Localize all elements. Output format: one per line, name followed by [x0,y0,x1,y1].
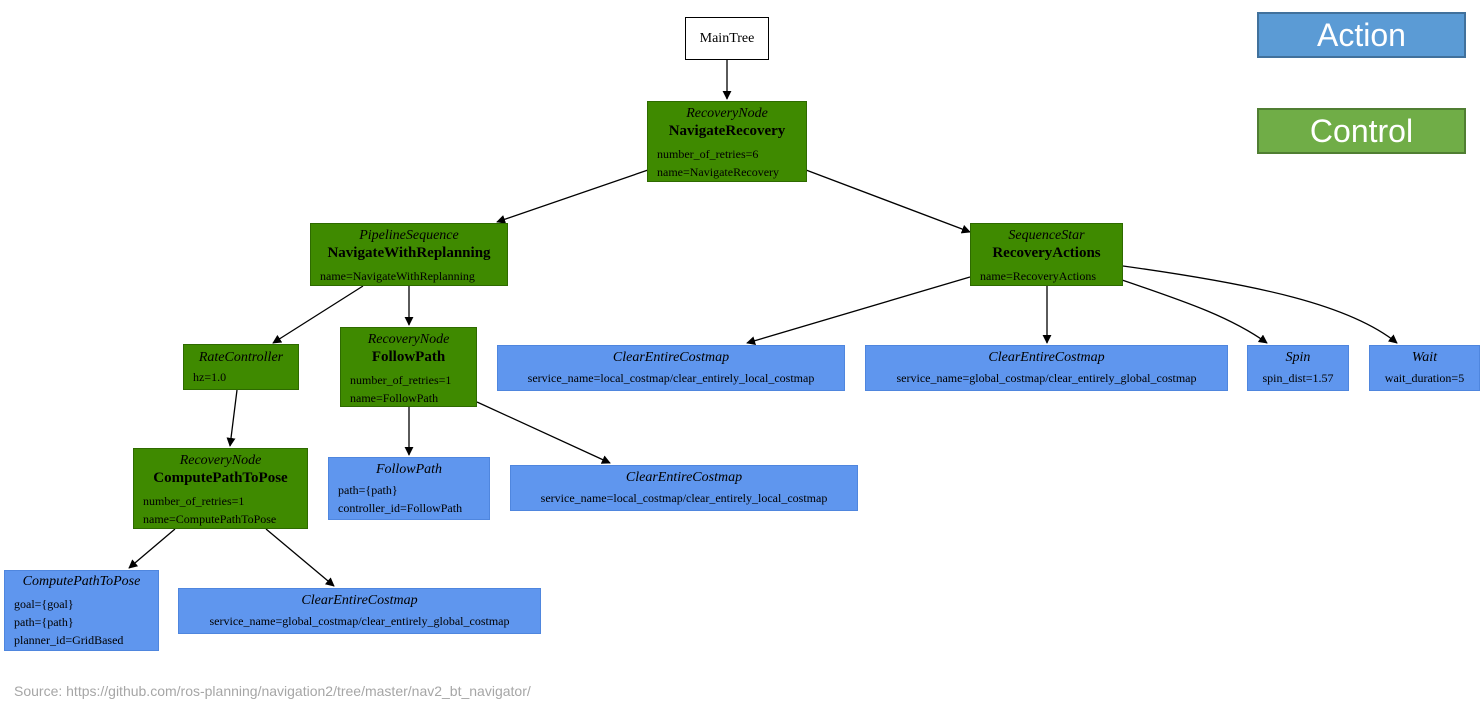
edge-navigatewithreplanning-ratecontroller [272,285,364,344]
source-citation: Source: https://github.com/ros-planning/… [14,683,531,699]
node-type: SequenceStar [1008,228,1085,243]
node-param: path={path} [14,615,74,629]
node-type: Wait [1411,350,1438,365]
node-param: planner_id=GridBased [14,633,124,647]
node-title: NavigateWithReplanning [327,245,491,261]
node-param: number_of_retries=6 [657,147,759,161]
node-param: service_name=local_costmap/clear_entirel… [540,491,828,505]
edge-followpath-clearlocal [476,401,611,464]
node-type: ClearEntireCostmap [612,350,730,365]
node-title: ComputePathToPose [153,470,288,486]
node-clear-global-costmap-2: ClearEntireCostmap service_name=global_c… [865,345,1228,391]
node-type: FollowPath [375,462,443,477]
node-type: RecoveryNode [179,453,262,468]
node-title: RecoveryActions [992,245,1101,261]
node-param: name=RecoveryActions [980,269,1097,283]
node-follow-path-action: FollowPath path={path} controller_id=Fol… [328,457,490,520]
node-param: service_name=global_costmap/clear_entire… [209,614,510,628]
node-type: RecoveryNode [686,106,768,121]
node-wait: Wait wait_duration=5 [1369,345,1480,391]
node-param: name=NavigateWithReplanning [320,269,475,283]
node-clear-global-costmap-1: ClearEntireCostmap service_name=global_c… [178,588,541,634]
edge-recoveryactions-spin [1121,279,1268,344]
node-param: service_name=global_costmap/clear_entire… [896,371,1197,385]
node-rate-controller: RateController hz=1.0 [183,344,299,390]
node-param: spin_dist=1.57 [1262,371,1334,385]
node-param: controller_id=FollowPath [338,501,463,515]
edge-computepathtopose-clearglobal [265,528,335,587]
node-compute-path-action: ComputePathToPose goal={goal} path={path… [4,570,159,651]
node-param: hz=1.0 [193,370,227,384]
node-maintree: MainTree [685,17,769,60]
legend-action: Action [1257,12,1466,58]
node-param: wait_duration=5 [1384,371,1465,385]
node-type: Spin [1285,350,1311,365]
node-type: RecoveryNode [367,332,450,347]
node-param: name=NavigateRecovery [657,165,780,179]
legend-control-label: Control [1309,112,1414,149]
legend-action-label: Action [1317,16,1406,53]
node-type: RateController [198,350,284,365]
node-param: goal={goal} [14,597,74,611]
node-type: ClearEntireCostmap [301,593,418,608]
node-label: MainTree [699,30,755,46]
legend-control: Control [1257,108,1466,154]
edge-navigaterecovery-recoveryactions [805,169,971,234]
node-param: service_name=local_costmap/clear_entirel… [527,371,815,385]
node-type: ComputePathToPose [22,574,141,589]
node-param: number_of_retries=1 [350,373,452,387]
node-navigate-recovery: RecoveryNode NavigateRecovery number_of_… [647,101,807,182]
node-type: ClearEntireCostmap [988,350,1105,365]
node-type: PipelineSequence [359,228,459,243]
node-clear-local-costmap-2: ClearEntireCostmap service_name=local_co… [497,345,845,391]
edge-ratecontroller-computepathtopose [226,389,238,447]
node-compute-path-recovery: RecoveryNode ComputePathToPose number_of… [133,448,308,529]
node-clear-local-costmap-1: ClearEntireCostmap service_name=local_co… [510,465,858,511]
edge-navigaterecovery-navigatewithreplanning [496,169,649,224]
node-param: name=ComputePathToPose [143,512,277,526]
node-param: name=FollowPath [350,391,439,405]
node-spin: Spin spin_dist=1.57 [1247,345,1349,391]
edge-computepathtopose-action [128,528,176,569]
edge-recoveryactions-clearlocal [746,276,971,346]
node-title: FollowPath [371,349,446,365]
node-navigate-with-replanning: PipelineSequence NavigateWithReplanning … [310,223,508,286]
node-title: NavigateRecovery [668,123,786,139]
node-recovery-actions: SequenceStar RecoveryActions name=Recove… [970,223,1123,286]
node-param: path={path} [338,483,398,497]
edge-recoveryactions-wait [1122,265,1398,344]
node-follow-path-recovery: RecoveryNode FollowPath number_of_retrie… [340,327,477,407]
node-type: ClearEntireCostmap [625,470,743,485]
node-param: number_of_retries=1 [143,494,245,508]
